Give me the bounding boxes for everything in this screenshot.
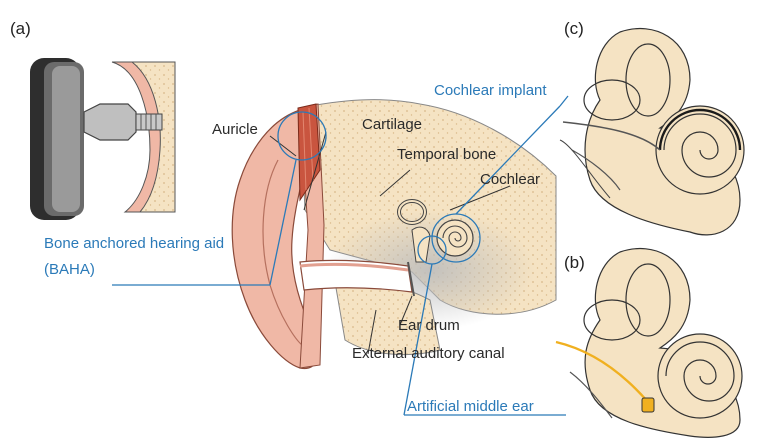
cochlea-spiral-c [656, 106, 744, 194]
external-auditory-canal-label: External auditory canal [352, 346, 505, 361]
panel-b-inner-ear [556, 249, 742, 438]
baha-device-inset [30, 58, 175, 220]
artificial-middle-ear-label: Artificial middle ear [407, 399, 534, 414]
panel-label-c: (c) [564, 20, 584, 37]
panel-label-b: (b) [564, 254, 585, 271]
baha-label-line1: Bone anchored hearing aid [44, 236, 224, 251]
cochlea-spiral [437, 220, 473, 256]
panel-c-inner-ear [560, 29, 744, 235]
cochlear-implant-label: Cochlear implant [434, 83, 547, 98]
ear-drum-label: Ear drum [398, 318, 460, 333]
auricle-label: Auricle [212, 122, 258, 137]
cochlear-label: Cochlear [480, 172, 540, 187]
cartilage-label: Cartilage [362, 117, 422, 132]
baha-label-line2: (BAHA) [44, 262, 95, 277]
panel-label-a: (a) [10, 20, 31, 37]
temporal-bone-label: Temporal bone [397, 147, 496, 162]
electrode-tip [642, 398, 654, 412]
cochlea-spiral-b [658, 334, 742, 418]
